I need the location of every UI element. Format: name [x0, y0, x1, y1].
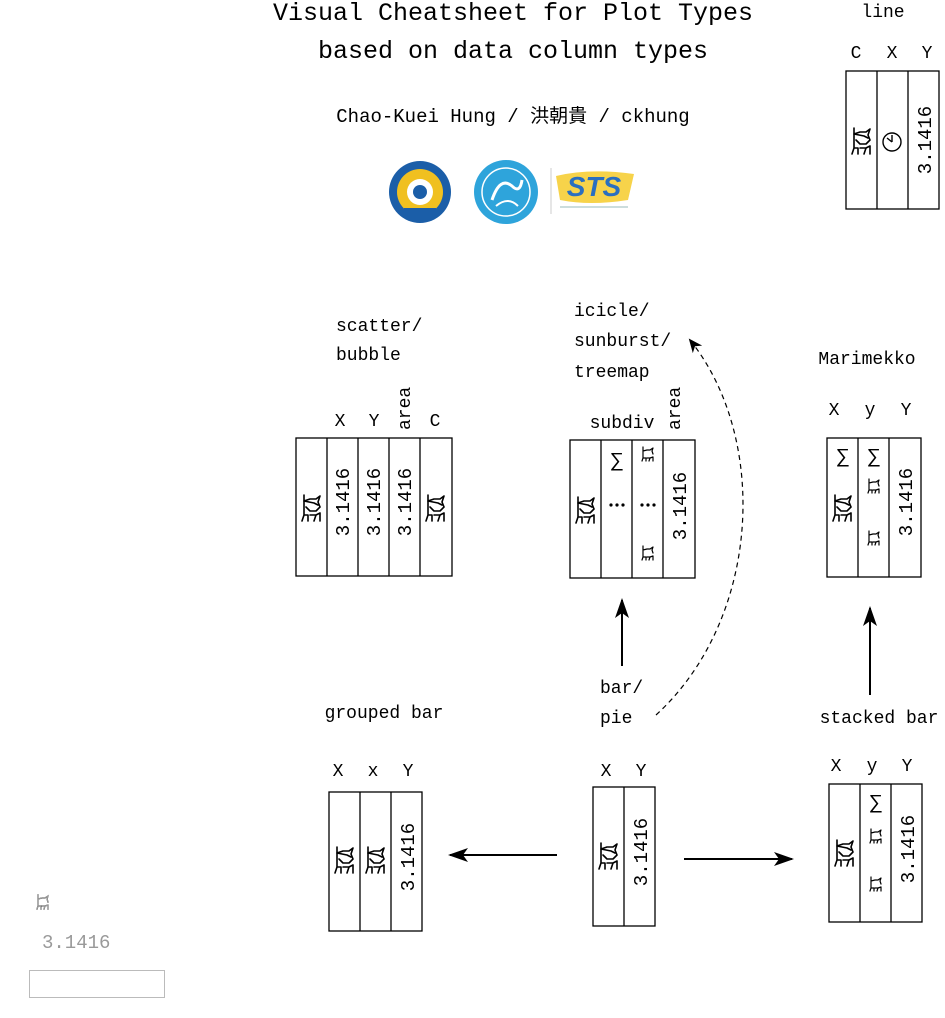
col-scatter-x: X — [335, 412, 346, 432]
logo-sts: STS — [550, 168, 634, 214]
col-icicle-subdiv: subdiv — [590, 414, 655, 434]
label-bar-2: pie — [600, 709, 632, 729]
title-line-1: Visual Cheatsheet for Plot Types — [273, 0, 753, 28]
value-scatter-x: 3.1416 — [333, 468, 355, 536]
label-bar-1: bar/ — [600, 679, 643, 699]
clock-icon — [882, 132, 902, 152]
col-marimekko-x: X — [829, 401, 840, 421]
table-icicle: ∑ 3.1416 — [569, 439, 696, 579]
col-grouped-y: Y — [403, 762, 414, 782]
cat-icon — [575, 496, 595, 524]
value-scatter-area: 3.1416 — [395, 468, 417, 536]
cat-icon — [834, 839, 854, 867]
svg-text:STS: STS — [567, 171, 622, 202]
label-icicle-3: treemap — [574, 363, 650, 383]
col-stacked-x: X — [831, 757, 842, 777]
col-line-x: X — [887, 44, 898, 64]
label-icicle-1: icicle/ — [574, 302, 650, 322]
col-bar-y: Y — [636, 762, 647, 782]
col-grouped-x-small: x — [368, 762, 379, 782]
value-line-y: 3.1416 — [915, 106, 937, 174]
cat-icon — [869, 828, 882, 844]
col-stacked-y: Y — [902, 757, 913, 777]
col-grouped-x: X — [333, 762, 344, 782]
cat-icon — [641, 545, 654, 561]
label-scatter-2: bubble — [336, 346, 401, 366]
label-line: line — [861, 3, 904, 23]
dashed-arrow-to-icicle — [655, 338, 744, 716]
cat-icon — [867, 530, 880, 546]
cat-icon — [598, 842, 618, 870]
col-marimekko-y: Y — [901, 401, 912, 421]
table-line: 3.1416 — [845, 70, 940, 210]
cat-icon — [425, 494, 445, 522]
table-scatter: 3.1416 3.1416 3.1416 — [295, 437, 453, 577]
cat-icon — [334, 846, 354, 874]
col-line-y: Y — [922, 44, 933, 64]
cat-icon — [365, 846, 385, 874]
cat-icon — [832, 494, 852, 522]
sum-icon: ∑ — [868, 446, 880, 469]
value-grouped-y: 3.1416 — [398, 823, 420, 891]
table-marimekko: ∑ ∑ 3.1416 — [826, 437, 922, 578]
col-bar-x: X — [601, 762, 612, 782]
logo-taipei-tech — [389, 161, 451, 223]
cat-icon — [301, 494, 321, 522]
table-bar: 3.1416 — [592, 786, 656, 927]
col-scatter-c: C — [430, 412, 441, 432]
sum-icon: ∑ — [611, 450, 623, 473]
value-icicle-area: 3.1416 — [670, 472, 692, 540]
value-marimekko-y: 3.1416 — [896, 468, 918, 536]
col-scatter-y: Y — [369, 412, 380, 432]
table-grouped-bar: 3.1416 — [328, 791, 423, 932]
label-marimekko: Marimekko — [818, 350, 915, 370]
col-line-c: C — [851, 44, 862, 64]
label-stacked-bar: stacked bar — [820, 709, 939, 729]
value-scatter-y: 3.1416 — [364, 468, 386, 536]
legend-value: 3.1416 — [42, 932, 110, 954]
logo-association — [474, 160, 538, 224]
value-bar-y: 3.1416 — [631, 818, 653, 886]
cat-icon — [641, 446, 654, 462]
cat-icon — [851, 127, 871, 155]
cat-icon — [867, 478, 880, 494]
col-marimekko-y-small: y — [865, 401, 876, 421]
label-scatter-1: scatter/ — [336, 317, 422, 337]
ellipsis-icon — [609, 503, 656, 507]
table-stacked-bar: ∑ 3.1416 — [828, 783, 923, 923]
col-stacked-y-small: y — [867, 757, 878, 777]
label-icicle-2: sunburst/ — [574, 332, 671, 352]
author-line: Chao-Kuei Hung / 洪朝貴 / ckhung — [336, 105, 689, 128]
label-grouped-bar: grouped bar — [325, 704, 444, 724]
sum-icon: ∑ — [870, 792, 882, 815]
cat-icon — [869, 876, 882, 892]
legend-input[interactable] — [29, 970, 165, 998]
col-icicle-area: area — [666, 387, 686, 430]
title-line-2: based on data column types — [318, 37, 708, 66]
sum-icon: ∑ — [837, 446, 849, 469]
col-scatter-area: area — [396, 387, 416, 430]
value-stacked-y: 3.1416 — [898, 815, 920, 883]
